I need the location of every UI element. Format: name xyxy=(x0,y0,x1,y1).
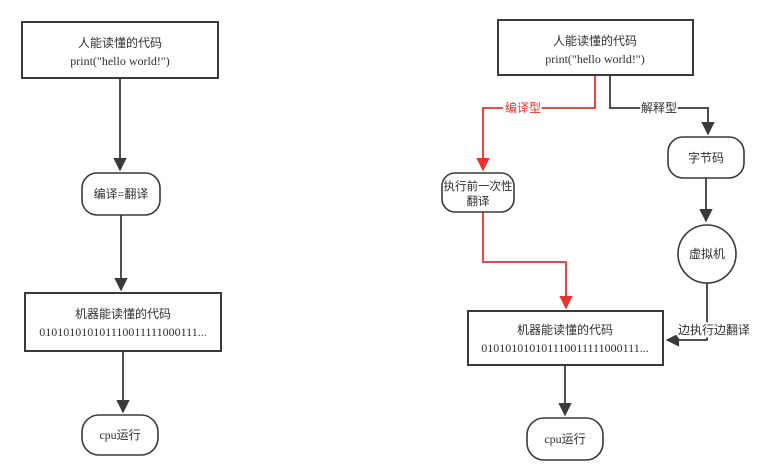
right-node-vm: 虚拟机 xyxy=(677,224,737,284)
right-edge-pretranslate-to-machine xyxy=(482,212,573,310)
right-node-human-code-line1: 人能读懂的代码 xyxy=(553,33,637,48)
right-node-pretranslate-box xyxy=(441,172,515,213)
left-node-machine-code-box xyxy=(24,292,222,352)
right-node-pretranslate: 执行前一次性 翻译 xyxy=(441,172,515,213)
right-node-pretranslate-line2: 翻译 xyxy=(467,194,490,208)
right-edge-compiled-branch xyxy=(476,75,596,172)
left-node-machine-code: 机器能读懂的代码 010101010101110011111000111... xyxy=(24,292,222,352)
left-node-compile-label: 编译=翻译 xyxy=(94,186,149,201)
right-node-cpu-label: cpu运行 xyxy=(544,432,585,446)
right-node-human-code-line2: print("hello world!") xyxy=(545,52,644,66)
right-node-machine-code-line1: 机器能读懂的代码 xyxy=(517,322,613,337)
left-node-compile-box xyxy=(81,172,161,216)
right-node-vm-label: 虚拟机 xyxy=(689,247,725,261)
right-edge-vm-to-machine xyxy=(665,283,708,347)
right-node-pretranslate-line1: 执行前一次性 xyxy=(444,179,513,193)
left-node-cpu-label: cpu运行 xyxy=(99,428,140,442)
left-node-human-code: 人能读懂的代码 print("hello world!") xyxy=(21,21,219,79)
right-node-human-code-box xyxy=(497,19,694,76)
right-node-bytecode: 字节码 xyxy=(667,136,745,179)
left-node-compile: 编译=翻译 xyxy=(81,172,161,216)
right-flowchart: 编译型 解释型 边执行边翻译 人能读懂的代码 print("hello worl… xyxy=(441,19,752,461)
right-node-machine-code: 机器能读懂的代码 010101010101110011111000111... xyxy=(467,310,664,366)
branch-interpreted-label: 解释型 xyxy=(641,101,677,115)
left-flowchart: 人能读懂的代码 print("hello world!") 编译=翻译 机器能读… xyxy=(21,21,222,456)
left-node-cpu: cpu运行 xyxy=(81,414,159,456)
right-node-cpu-box xyxy=(526,417,604,461)
right-node-vm-circle xyxy=(677,224,737,284)
left-node-machine-code-line2: 010101010101110011111000111... xyxy=(39,325,206,339)
left-node-human-code-line1: 人能读懂的代码 xyxy=(78,35,162,50)
right-node-bytecode-box xyxy=(667,136,745,179)
left-node-machine-code-line1: 机器能读懂的代码 xyxy=(75,306,171,321)
left-node-cpu-box xyxy=(81,414,159,456)
right-node-machine-code-box xyxy=(467,310,664,366)
translate-while-running-label: 边执行边翻译 xyxy=(678,323,750,337)
right-node-bytecode-label: 字节码 xyxy=(688,150,724,165)
right-edge-interpreted-branch xyxy=(609,75,715,136)
right-node-machine-code-line2: 010101010101110011111000111... xyxy=(481,341,648,355)
right-node-human-code: 人能读懂的代码 print("hello world!") xyxy=(497,19,694,76)
branch-compiled-label: 编译型 xyxy=(505,100,541,115)
left-node-human-code-box xyxy=(21,21,219,79)
right-node-cpu: cpu运行 xyxy=(526,417,604,461)
left-node-human-code-line2: print("hello world!") xyxy=(70,54,169,68)
